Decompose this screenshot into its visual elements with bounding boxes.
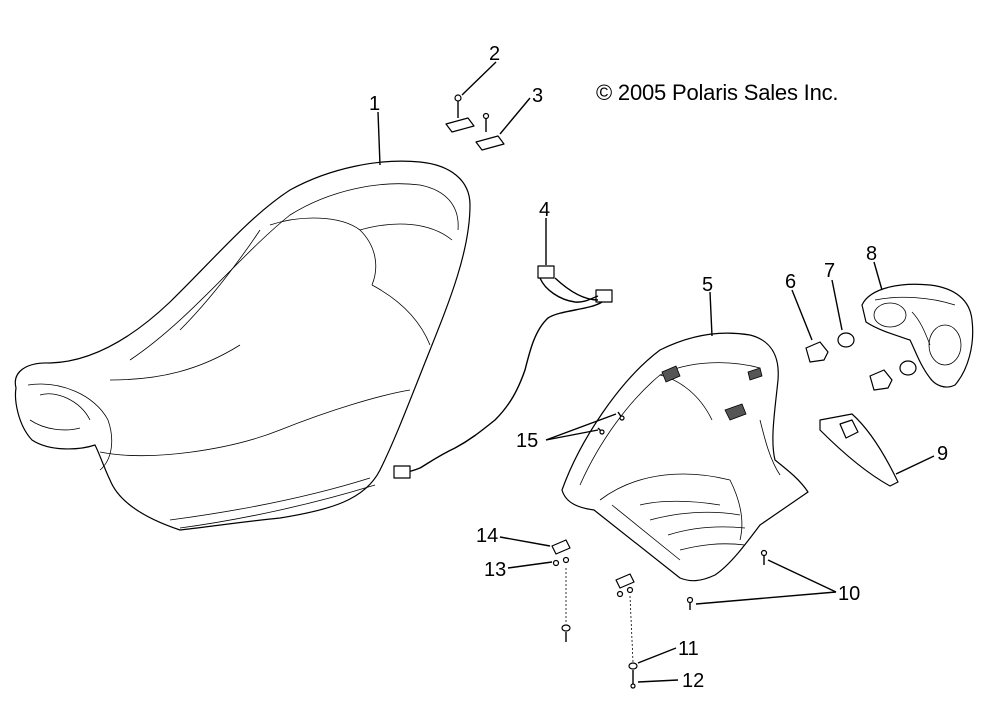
wire-clip-part-15[interactable]	[597, 411, 625, 435]
light-mount-part-9[interactable]	[819, 413, 899, 487]
callout-4: 4	[539, 199, 550, 221]
callout-10: 10	[838, 583, 860, 605]
seat-part-1[interactable]	[14, 160, 471, 531]
taillight-housing-part-8[interactable]	[861, 283, 974, 388]
latch-part-14[interactable]	[551, 539, 635, 589]
bulb-part-7[interactable]	[837, 332, 917, 376]
callout-15: 15	[516, 430, 538, 452]
callout-2: 2	[489, 43, 500, 65]
callout-7: 7	[824, 260, 835, 282]
rear-cowl-part-5[interactable]	[561, 332, 809, 582]
wire-harness-part-4[interactable]	[393, 265, 613, 479]
callout-14: 14	[476, 525, 498, 547]
callout-13: 13	[484, 559, 506, 581]
leader-lines	[377, 61, 935, 683]
callout-8: 8	[866, 243, 877, 265]
callout-3: 3	[532, 85, 543, 107]
screw-part-10[interactable]	[686, 549, 768, 611]
callout-9: 9	[937, 443, 948, 465]
washer-part-11[interactable]	[561, 624, 638, 670]
screw-part-12[interactable]	[565, 632, 636, 689]
callout-12: 12	[682, 670, 704, 692]
callout-11: 11	[678, 638, 699, 660]
nut-part-13[interactable]	[552, 556, 634, 598]
latch-clip-part-2[interactable]	[445, 94, 475, 133]
socket-part-6[interactable]	[805, 341, 893, 391]
latch-clip-part-3[interactable]	[475, 112, 505, 151]
copyright-notice: © 2005 Polaris Sales Inc.	[596, 80, 839, 105]
callout-5: 5	[702, 274, 713, 296]
callout-6: 6	[785, 271, 796, 293]
callout-1: 1	[369, 93, 380, 115]
